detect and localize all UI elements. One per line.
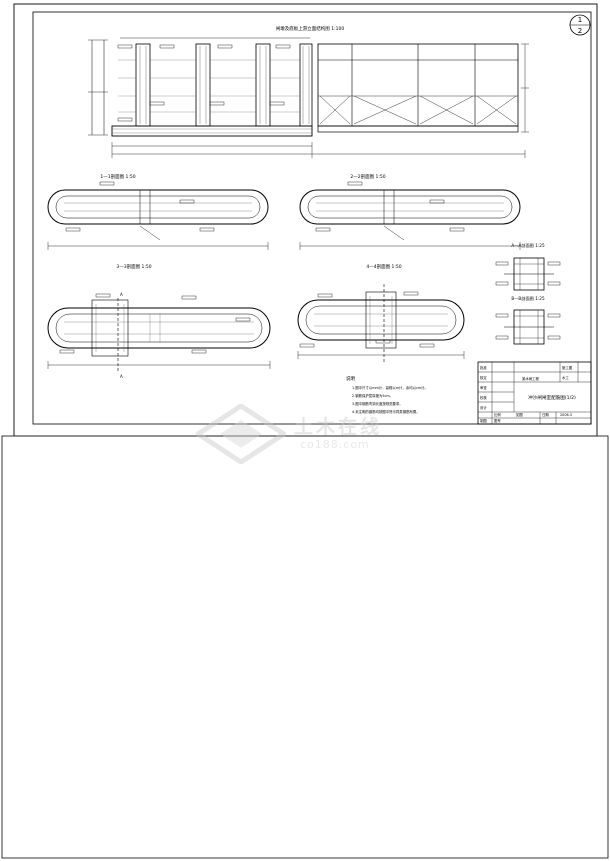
date-value: 2006.3 (560, 413, 572, 417)
section-2-plan (299, 181, 521, 250)
scale-value: 如图 (516, 412, 523, 417)
detail-b-title: B—B剖面图 1:25 (511, 295, 545, 302)
top-elevation (88, 37, 529, 158)
watermark-subtext: co188.com (300, 438, 370, 451)
sheet-number-badge: 1 2 (569, 14, 591, 36)
date-label: 日期 (542, 412, 549, 417)
detail-a-title: A—A剖面图 1:25 (511, 242, 545, 249)
title-row-label: 设计 (480, 405, 487, 410)
note-line: 1.图中尺寸以mm计，高程以m计，余均以cm计。 (352, 385, 428, 390)
note-line: 4.未注明的钢筋均按图中所示同类钢筋布置。 (352, 409, 420, 414)
notes-block: 说明 1.图中尺寸以mm计，高程以m计，余均以cm计。 2.钢筋保护层厚度为5c… (346, 375, 428, 414)
sheet-inner-frame (32, 11, 592, 425)
section-4-title: 4—4剖面图 1:50 (366, 263, 401, 270)
note-line: 2.钢筋保护层厚度为5cm。 (352, 393, 393, 398)
stage-label: 施工图 (562, 365, 573, 370)
section-2-title: 2—2剖面图 1:50 (350, 173, 385, 180)
section-3-plan (47, 293, 271, 372)
watermark: 土木在线 co188.com (193, 403, 426, 465)
title-block-text: 批准 核定 审查 校核 设计 制图 某水闸工程 施工图 水工 冲沙闸闸室配筋图(… (480, 365, 576, 423)
title-row-label: 批准 (480, 365, 487, 370)
note-line: 3.图中钢筋弯钩长度按规范要求。 (352, 401, 403, 406)
section-1-title: 1—1剖面图 1:50 (100, 173, 135, 180)
lower-frame (1, 435, 609, 859)
top-section-title: 闸墩及底板上游立面结构图 1:100 (276, 25, 345, 32)
watermark-text: 土木在线 (294, 416, 383, 438)
notes-heading: 说明 (346, 375, 355, 382)
detail-b (495, 309, 561, 345)
section-marker-top: A (120, 292, 123, 297)
sheet-number-top: 1 (578, 16, 582, 24)
drawing-no-label: 图号 (494, 418, 501, 423)
drawing-title: 冲沙闸闸室配筋图(1/2) (528, 394, 576, 401)
project-name: 某水闸工程 (522, 376, 540, 381)
title-row-label: 审查 (480, 385, 487, 390)
detail-a (495, 257, 561, 291)
section-3-title: 3—3剖面图 1:50 (116, 263, 151, 270)
part-label: 水工 (562, 375, 569, 380)
co188-diamond-logo-icon (193, 403, 289, 465)
section-4-plan (297, 284, 465, 362)
title-row-label: 制图 (480, 418, 487, 423)
section-1-plan (47, 181, 269, 250)
sheet-number-bottom: 2 (578, 27, 582, 35)
scale-label: 比例 (494, 412, 501, 417)
section-marker-bottom: A (120, 374, 123, 379)
title-row-label: 核定 (480, 375, 487, 380)
title-block (477, 361, 592, 425)
title-row-label: 校核 (480, 395, 487, 400)
